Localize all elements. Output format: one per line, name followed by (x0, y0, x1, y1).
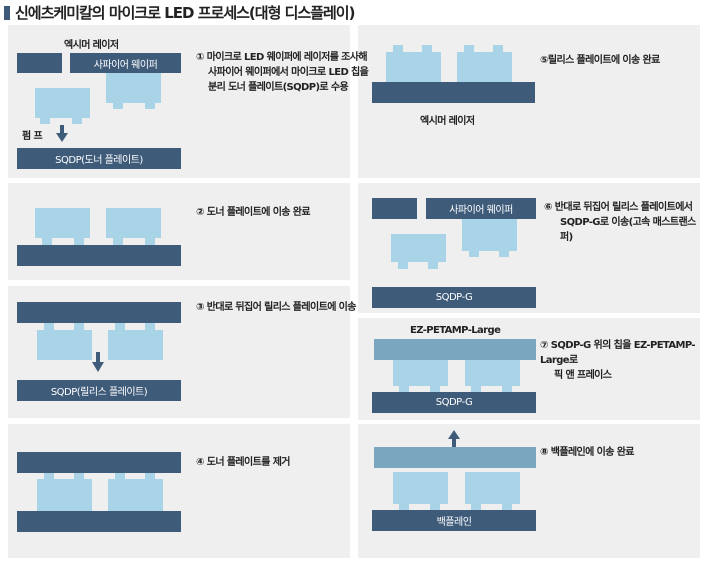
backplane: 백플레인 (372, 510, 536, 531)
sapphire-wafer: 사파이어 웨이퍼 (70, 53, 181, 73)
led-chip (106, 73, 161, 103)
sapphire-wafer: 사파이어 웨이퍼 (426, 198, 536, 219)
arrow-up-icon (452, 439, 456, 447)
step-text-line: ⑥ 반대로 뒤집어 릴리스 플레이트에서 (544, 202, 693, 213)
chip-bump (145, 238, 155, 245)
chip-bump (502, 386, 512, 392)
chip-bump (471, 386, 481, 392)
led-chip (393, 360, 448, 386)
led-chip (465, 472, 520, 504)
led-chip (108, 479, 163, 511)
chip-bump (430, 386, 440, 392)
sqdp-g-plate: SQDP-G (372, 392, 536, 413)
title-marker (4, 6, 10, 20)
chip-bump (74, 238, 84, 245)
arrow-down-icon (56, 133, 68, 142)
sqdp-g-plate: SQDP-G (372, 287, 536, 308)
page-title: 신에츠케미칼의 마이크로 LED 프로세스(대형 디스플레이) (4, 2, 355, 23)
step-3-text: ③ 반대로 뒤집어 릴리스 플레이트에 이송 (196, 302, 356, 313)
step-text-line: ⑦ SQDP-G 위의 칩을 EZ-PETAMP-Large로 (540, 340, 696, 366)
release-plate (17, 511, 181, 532)
arrow-down-icon (92, 362, 104, 372)
laser-label: 엑시머 레이저 (64, 40, 119, 51)
chip-bump (115, 473, 125, 479)
led-chip (465, 360, 520, 386)
sapphire-wafer-left (372, 198, 417, 219)
chip-bump (428, 262, 438, 269)
led-chip (35, 208, 90, 238)
chip-bump (430, 504, 440, 510)
led-chip (35, 88, 90, 118)
step-text-line: 픽 앤 프레이스 (554, 370, 612, 381)
chip-bump (499, 251, 509, 257)
chip-bump (469, 251, 479, 257)
led-chip (37, 479, 92, 511)
chip-bump (145, 323, 155, 330)
chip-bump (42, 238, 52, 245)
bump-label: 펌 프 (22, 131, 43, 142)
chip-bump (72, 118, 82, 124)
led-chip (393, 472, 448, 504)
chip-bump (74, 473, 84, 479)
chip-bump (493, 45, 503, 52)
donor-plate (17, 245, 181, 266)
step-5-text: ⑤릴리스 플레이트에 이송 완료 (540, 55, 660, 66)
chip-bump (145, 473, 155, 479)
chip-bump (398, 262, 408, 269)
ez-petamp-stamp (374, 339, 536, 360)
led-chip (108, 330, 163, 360)
arrow-up-icon (448, 430, 460, 439)
donor-plate: SQDP(도너 플레이트) (17, 148, 181, 169)
step-8-text: ⑧ 백플레인에 이송 완료 (540, 447, 635, 458)
led-chip (457, 52, 512, 82)
laser-label: 엑시머 레이저 (420, 116, 475, 127)
chip-bump (115, 323, 125, 330)
step-text-line: SQDP-G로 이송(고속 매스트랜스퍼) (560, 217, 696, 243)
stamp-label: EZ-PETAMP-Large (410, 325, 501, 336)
donor-plate (17, 302, 181, 323)
donor-plate (17, 452, 181, 473)
led-chip (106, 208, 161, 238)
chip-bump (74, 323, 84, 330)
chip-bump (399, 386, 409, 392)
step-text-line: 분리 도너 플레이트(SQDP)로 수용 (208, 82, 349, 93)
arrow-down-icon (96, 352, 100, 362)
led-chip (391, 234, 446, 262)
chip-bump (113, 238, 123, 245)
chip-bump (44, 473, 54, 479)
arrow-down-icon (60, 125, 64, 133)
led-chip (462, 219, 517, 251)
release-plate (372, 82, 535, 103)
chip-bump (145, 103, 155, 109)
chip-bump (471, 504, 481, 510)
chip-bump (44, 323, 54, 330)
step-6-text: ⑥ 반대로 뒤집어 릴리스 플레이트에서 SQDP-G로 이송(고속 매스트랜스퍼… (544, 200, 706, 245)
title-text: 신에츠케미칼의 마이크로 LED 프로세스(대형 디스플레이) (15, 4, 355, 22)
chip-bump (393, 45, 403, 52)
chip-bump (40, 118, 50, 124)
chip-bump (113, 103, 123, 109)
step-2-text: ② 도너 플레이트에 이송 완료 (196, 207, 311, 218)
sapphire-wafer-left (17, 53, 62, 73)
step-4-text: ④ 도너 플레이트를 제거 (196, 457, 291, 468)
chip-bump (399, 504, 409, 510)
step-text-line: ① 마이크로 LED 웨이퍼에 레이저를 조사해 (196, 52, 368, 63)
step-text-line: 사파이어 웨이퍼에서 마이크로 LED 칩을 (208, 67, 369, 78)
release-plate: SQDP(릴리스 플레이트) (17, 380, 181, 401)
chip-bump (502, 504, 512, 510)
led-chip (37, 330, 92, 360)
ez-petamp-stamp (374, 447, 536, 468)
led-chip (386, 52, 441, 82)
chip-bump (464, 45, 474, 52)
chip-bump (422, 45, 432, 52)
